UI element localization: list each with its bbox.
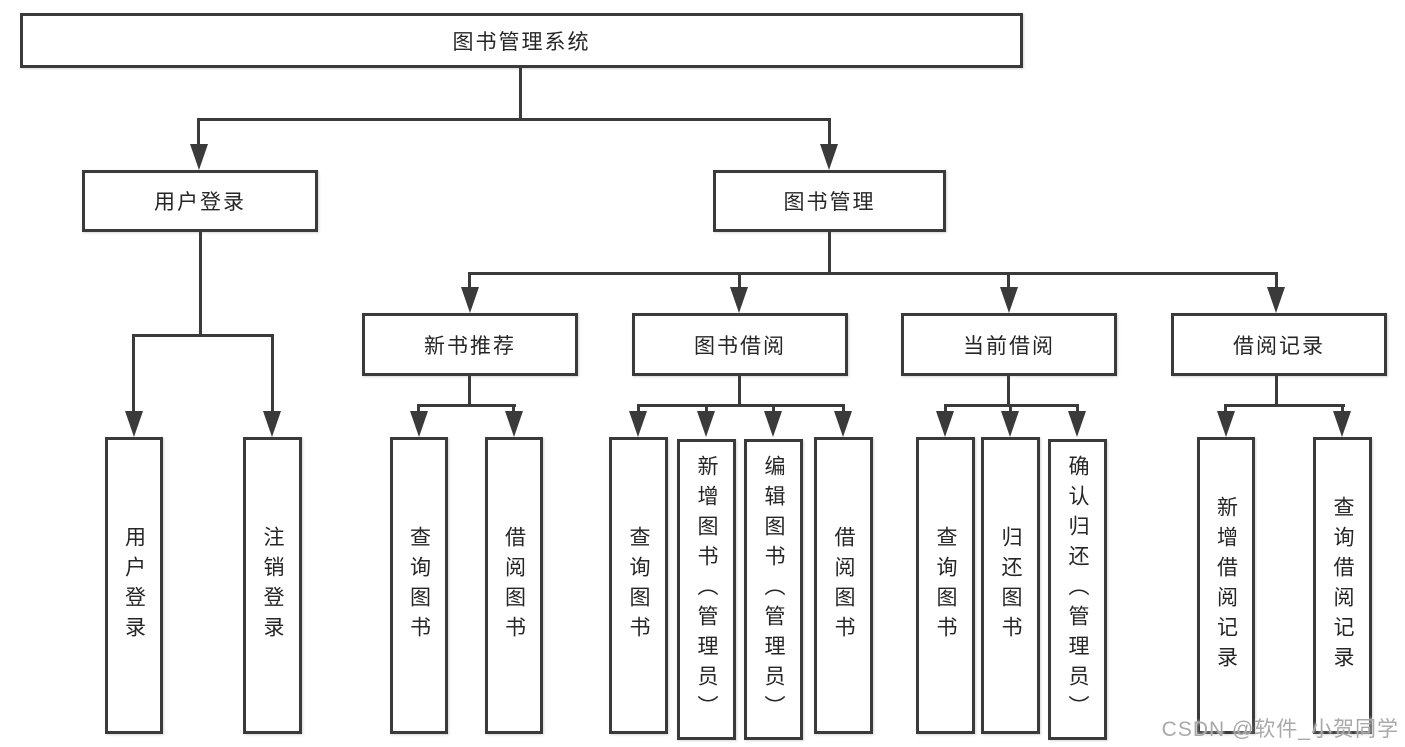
arrow-down-icon: [263, 411, 281, 437]
leaf-edit-books-admin-label: 编辑图书（管理员）: [762, 454, 785, 725]
connector-leaf-stem: [1341, 404, 1344, 413]
arrow-down-icon: [1333, 411, 1351, 437]
connector-leaf-stem: [417, 404, 420, 413]
leaf-add-books-admin-label: 新增图书（管理员）: [695, 454, 718, 725]
arrow-down-icon: [764, 411, 782, 437]
leaf-return-books: 归还图书: [981, 437, 1040, 734]
leaf-add-books-admin: 新增图书（管理员）: [677, 439, 736, 740]
connector-book-mgmt-stem: [828, 118, 831, 146]
connector-section-stem: [1007, 272, 1010, 289]
leaf-borrow-books: 借阅图书: [814, 437, 873, 734]
node-root: 图书管理系统: [20, 13, 1023, 68]
connector-leaf-stem: [637, 404, 640, 413]
node-user-login-label: 用户登录: [154, 191, 246, 214]
connector-user-login-down: [199, 230, 202, 337]
leaf-confirm-return-admin-label: 确认归还（管理员）: [1066, 454, 1089, 725]
node-user-login: 用户登录: [82, 170, 318, 232]
leaf-query-books-current: 查询图书: [916, 437, 975, 734]
node-book-borrowing: 图书借阅: [632, 313, 848, 376]
connector-section-stem: [1275, 272, 1278, 289]
node-current-borrowing: 当前借阅: [901, 313, 1117, 376]
arrow-down-icon: [820, 144, 838, 170]
leaf-user-login: 用户登录: [105, 437, 163, 734]
leaf-edit-books-admin: 编辑图书（管理员）: [744, 439, 803, 740]
leaf-logout-label: 注销登录: [261, 525, 284, 646]
connector-user-login-stem: [197, 118, 200, 146]
leaf-query-borrow-record: 查询借阅记录: [1313, 437, 1372, 734]
node-book-borrowing-label: 图书借阅: [694, 334, 786, 358]
leaf-query-books-recommend-label: 查询图书: [407, 525, 431, 646]
leaf-add-borrow-record-label: 新增借阅记录: [1214, 495, 1238, 676]
node-book-management: 图书管理: [713, 170, 946, 232]
arrow-down-icon: [697, 411, 715, 437]
node-book-management-label: 图书管理: [783, 191, 876, 214]
arrow-down-icon: [1001, 411, 1019, 437]
leaf-query-borrow-record-label: 查询借阅记录: [1331, 495, 1354, 676]
connector-root-stem: [519, 68, 522, 119]
connector-leaf-stem: [132, 334, 135, 413]
arrow-down-icon: [1000, 287, 1018, 313]
arrow-down-icon: [730, 287, 748, 313]
arrow-down-icon: [1068, 411, 1086, 437]
connector-book-mgmt-down: [828, 230, 831, 275]
node-borrowing-records-label: 借阅记录: [1233, 334, 1325, 358]
arrow-down-icon: [505, 411, 523, 437]
node-root-label: 图书管理系统: [452, 30, 591, 54]
connector-leaf-stem: [944, 404, 947, 413]
leaf-query-books-borrowing: 查询图书: [609, 437, 668, 734]
connector-section1-rail: [417, 404, 516, 407]
leaf-borrow-books-label: 借阅图书: [832, 525, 855, 646]
leaf-return-books-label: 归还图书: [999, 525, 1022, 646]
connector-leaf-stem: [1009, 404, 1012, 413]
leaf-confirm-return-admin: 确认归还（管理员）: [1048, 439, 1107, 740]
leaf-logout: 注销登录: [243, 437, 302, 734]
connector-section-stem: [468, 272, 471, 289]
connector-leaf-stem: [1076, 404, 1079, 413]
arrow-down-icon: [410, 411, 428, 437]
arrow-down-icon: [629, 411, 647, 437]
connector-leaf-stem: [705, 404, 708, 413]
connector-leaf-stem: [1224, 404, 1227, 413]
connector-section4-rail: [1224, 404, 1345, 407]
connector-user-login-rail: [132, 334, 274, 337]
arrow-down-icon: [936, 411, 954, 437]
leaf-query-books-borrowing-label: 查询图书: [627, 525, 650, 646]
watermark: CSDN @软件_小贺同学: [1161, 718, 1399, 741]
connector-section3-down: [1007, 373, 1010, 407]
leaf-borrow-books-recommend-label: 借阅图书: [502, 525, 526, 646]
connector-section2-down: [738, 373, 741, 407]
connector-book-mgmt-rail: [468, 272, 1278, 275]
connector-leaf-stem: [842, 404, 845, 413]
arrow-down-icon: [834, 411, 852, 437]
node-new-book-recommend: 新书推荐: [362, 313, 578, 376]
arrow-down-icon: [1267, 287, 1285, 313]
arrow-down-icon: [125, 411, 143, 437]
connector-leaf-stem: [512, 404, 515, 413]
connector-section2-rail: [637, 404, 845, 407]
connector-section1-down: [468, 373, 471, 407]
node-new-book-recommend-label: 新书推荐: [424, 334, 516, 358]
leaf-user-login-label: 用户登录: [122, 525, 146, 646]
arrow-down-icon: [461, 287, 479, 313]
node-current-borrowing-label: 当前借阅: [963, 334, 1055, 358]
connector-section4-down: [1275, 373, 1278, 407]
arrow-down-icon: [190, 144, 208, 170]
connector-section-stem: [738, 272, 741, 289]
arrow-down-icon: [1217, 411, 1235, 437]
connector-leaf-stem: [772, 404, 775, 413]
leaf-query-books-current-label: 查询图书: [934, 525, 957, 646]
connector-root-rail: [197, 118, 831, 121]
leaf-borrow-books-recommend: 借阅图书: [485, 437, 543, 734]
leaf-query-books-recommend: 查询图书: [390, 437, 448, 734]
connector-leaf-stem: [271, 334, 274, 413]
node-borrowing-records: 借阅记录: [1171, 313, 1387, 376]
leaf-add-borrow-record: 新增借阅记录: [1197, 437, 1255, 734]
